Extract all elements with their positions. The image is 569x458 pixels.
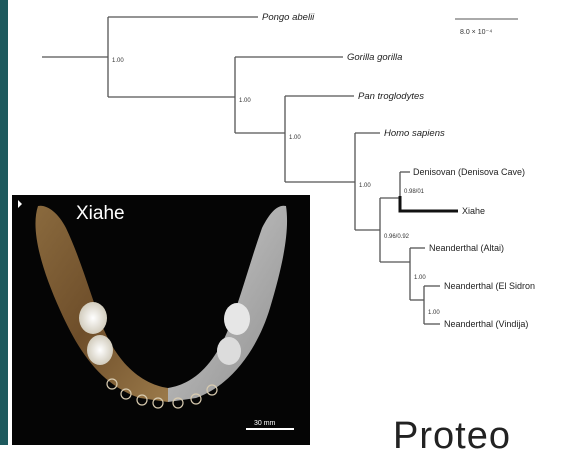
support-homo-node: 1.00: [359, 183, 371, 189]
support-root: 1.00: [112, 58, 124, 64]
leaf-neanderthal-altai: Neanderthal (Altai): [429, 243, 504, 253]
support-neanderthal-subnode: 1.00: [428, 310, 440, 316]
support-denisovan-node: 0.98/01: [404, 189, 425, 195]
scale-label: 8.0 × 10⁻⁴: [460, 29, 492, 36]
support-gorilla-node: 1.00: [239, 98, 251, 104]
leaf-homo-sapiens: Homo sapiens: [384, 128, 445, 139]
support-archaic-node: 0.96/0.92: [384, 234, 410, 240]
leaf-denisovan: Denisovan (Denisova Cave): [413, 167, 525, 177]
branch-xiahe: [400, 196, 458, 211]
leaf-neanderthal-vindija: Neanderthal (Vindija): [444, 319, 528, 329]
xiahe-image-title: Xiahe: [76, 203, 125, 225]
support-neanderthal-node: 1.00: [414, 275, 426, 281]
leaf-neanderthal-el-sidron: Neanderthal (El Sidron: [444, 281, 535, 291]
support-pan-node: 1.00: [289, 135, 301, 141]
slide-heading-partial: Proteo: [393, 415, 511, 458]
jaw-scale-label: 30 mm: [254, 420, 275, 427]
leaf-pongo-abelii: Pongo abelii: [262, 12, 315, 23]
leaf-pan-troglodytes: Pan troglodytes: [358, 91, 424, 102]
leaf-xiahe: Xiahe: [462, 206, 485, 216]
leaf-gorilla-gorilla: Gorilla gorilla: [347, 52, 402, 63]
